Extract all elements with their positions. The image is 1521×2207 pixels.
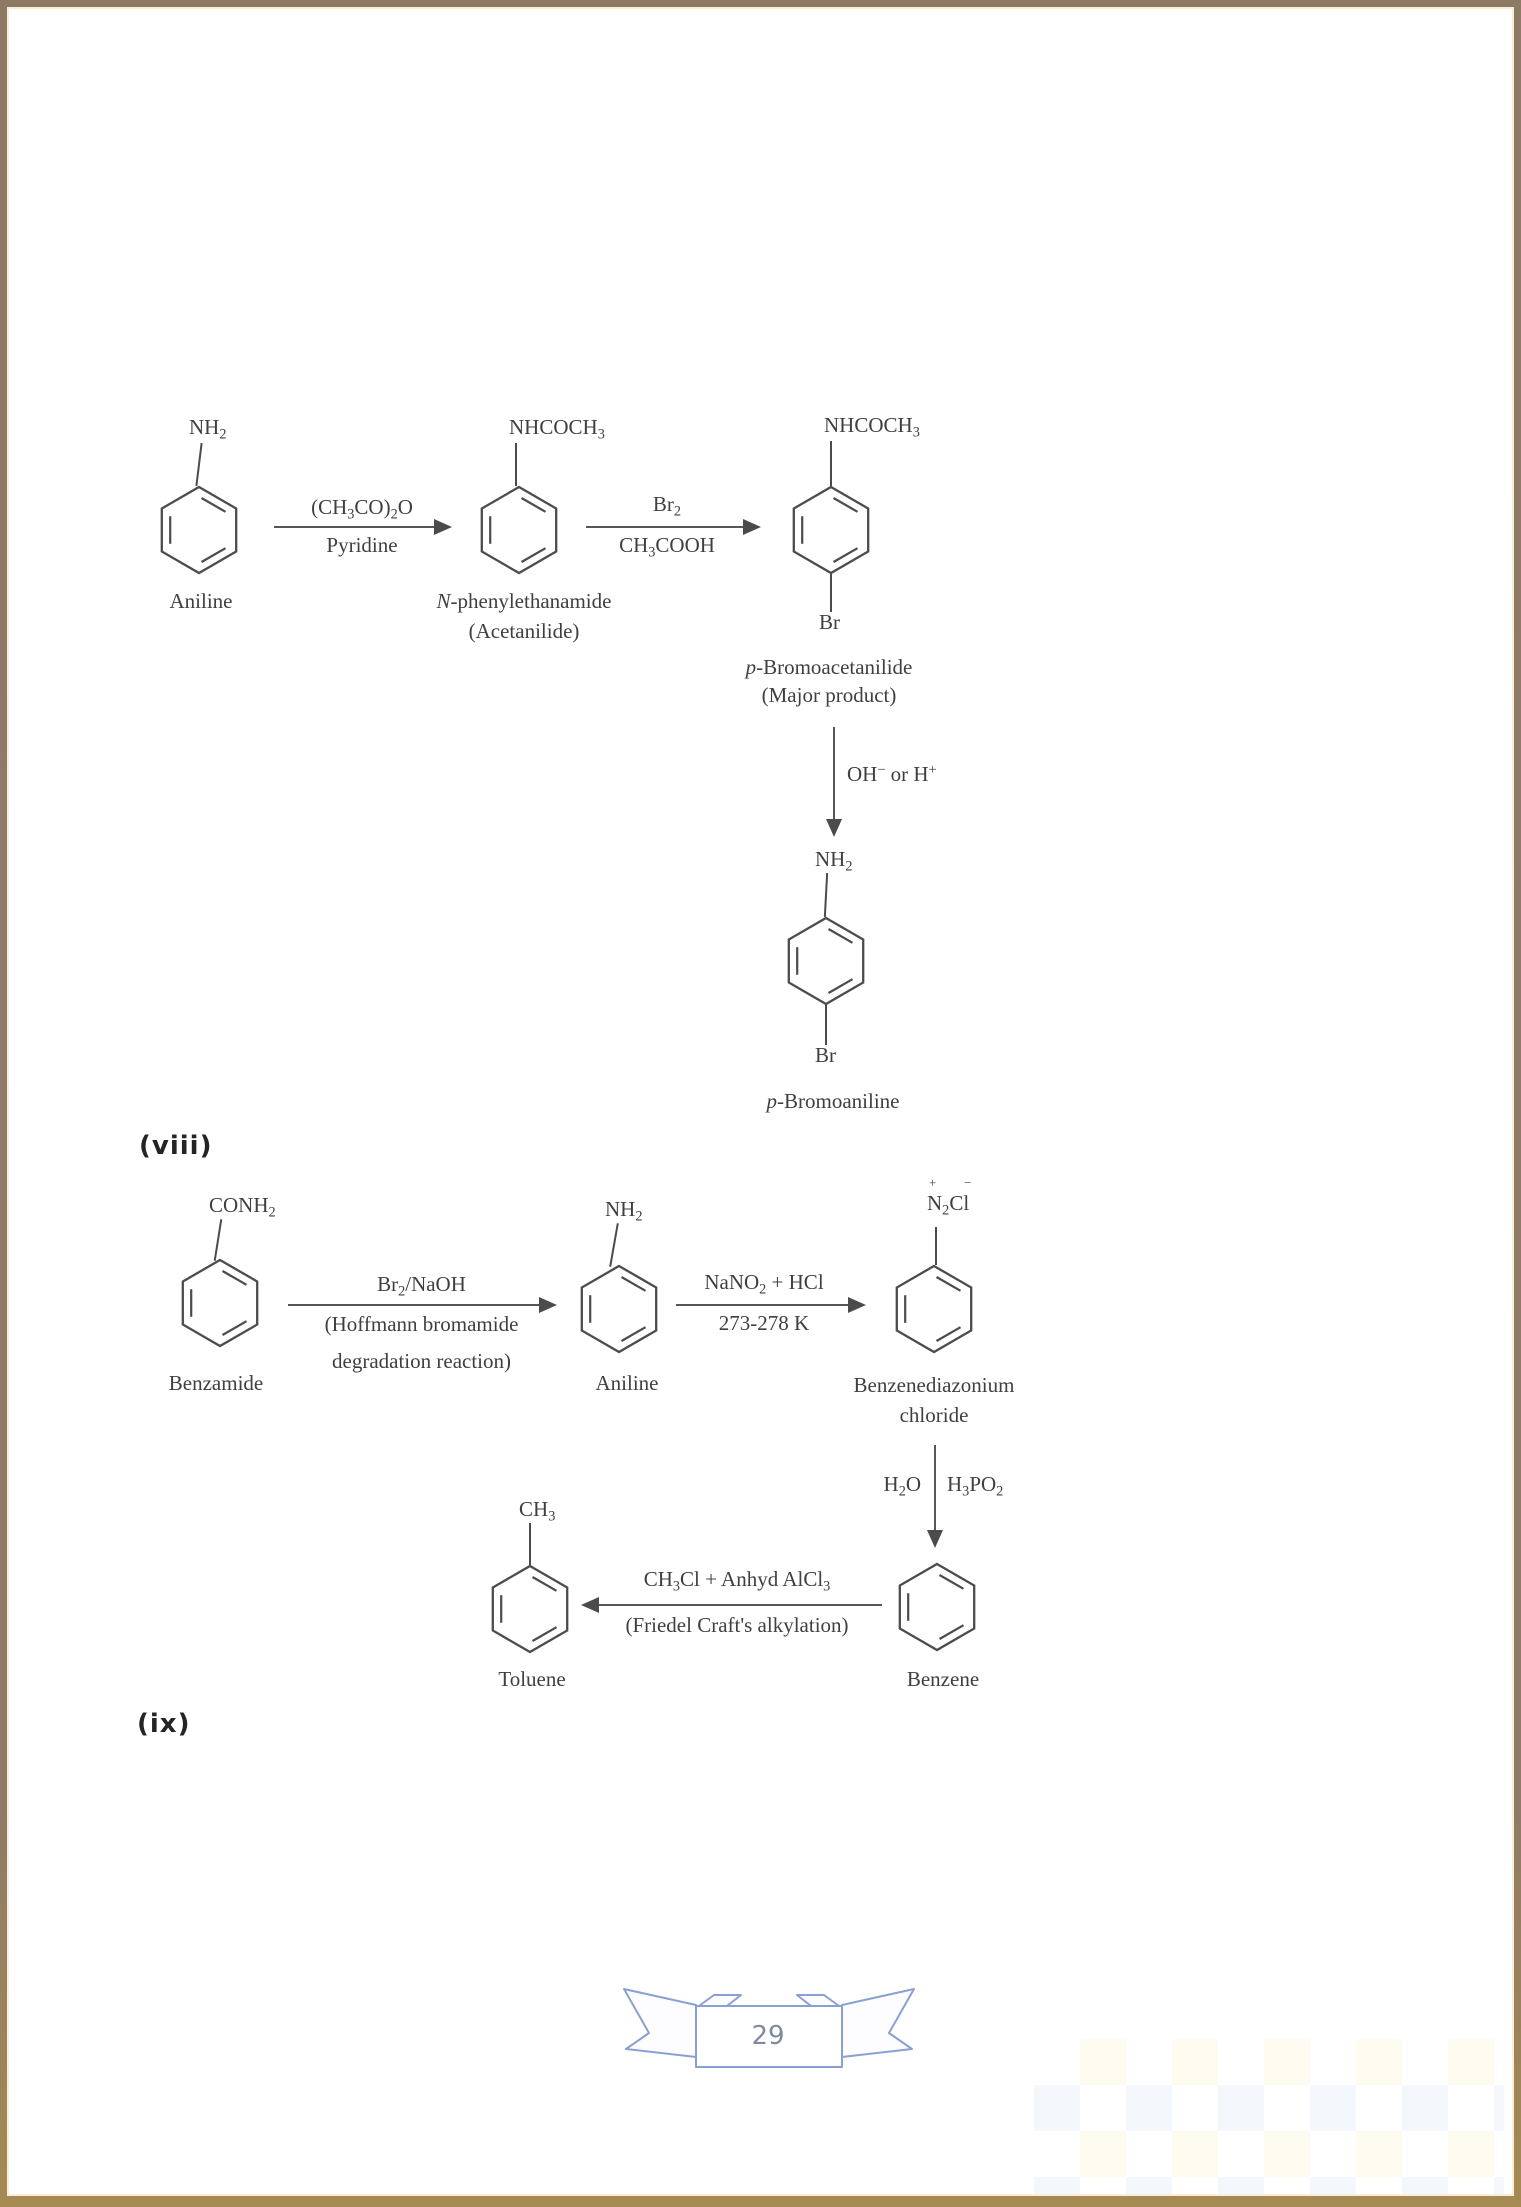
bond-line bbox=[830, 441, 832, 486]
reaction-reagent-below: Pyridine bbox=[326, 533, 398, 557]
benzene-ring bbox=[159, 484, 239, 576]
benzene-ring bbox=[490, 1563, 570, 1655]
ribbon-left-tail bbox=[623, 1988, 697, 2058]
substituent-label-nhcoch3: NHCOCH3 bbox=[509, 415, 605, 443]
reaction-reagent-side: OH− or H+ bbox=[847, 762, 937, 787]
reaction-reagent-above: Br2 bbox=[652, 492, 682, 520]
benzene-ring bbox=[579, 1263, 659, 1355]
arrow-head-icon bbox=[434, 519, 452, 535]
reaction-reagent-above: (CH3CO)2O bbox=[311, 495, 413, 523]
molecule-name-diazonium: Benzenediazonium bbox=[853, 1373, 1015, 1397]
name-italic-prefix: N bbox=[436, 589, 451, 613]
reaction-arrow-shaft bbox=[676, 1304, 848, 1306]
molecule-name-aniline: Aniline bbox=[169, 589, 233, 613]
name-italic-prefix: p bbox=[745, 655, 757, 679]
benzene-ring bbox=[894, 1263, 974, 1355]
arrow-head-icon bbox=[539, 1297, 557, 1313]
reaction-arrow-shaft bbox=[833, 727, 835, 819]
reaction-reagent-below: degradation reaction) bbox=[332, 1349, 511, 1373]
benzene-ring bbox=[479, 484, 559, 576]
reaction-reagent-right: H3PO2 bbox=[947, 1472, 1004, 1500]
benzene-ring bbox=[786, 915, 866, 1007]
name-rest: -Bromoaniline bbox=[777, 1089, 900, 1113]
name-italic-prefix: p bbox=[766, 1089, 778, 1113]
arrow-head-icon bbox=[743, 519, 761, 535]
benzene-ring bbox=[791, 484, 871, 576]
molecule-name-toluene: Toluene bbox=[498, 1667, 566, 1691]
ribbon-right-fold bbox=[796, 1994, 840, 2007]
reaction-arrow-shaft bbox=[274, 526, 434, 528]
molecule-name-major-product: (Major product) bbox=[761, 683, 897, 707]
molecule-name-acetanilide: N-phenylethanamide bbox=[394, 589, 654, 614]
page-number: 29 bbox=[751, 2021, 785, 2051]
bond-line bbox=[825, 1005, 827, 1045]
bond-line bbox=[935, 1227, 937, 1265]
bond-line bbox=[823, 872, 829, 918]
molecule-name-acetanilide-alt: (Acetanilide) bbox=[468, 619, 580, 643]
substituent-label-ch3: CH3 bbox=[519, 1497, 556, 1525]
substituent-label-conh2: CONH2 bbox=[209, 1193, 276, 1221]
reaction-arrow-shaft bbox=[288, 1304, 539, 1306]
ribbon-center-box bbox=[695, 2005, 843, 2068]
charge-plus-mark: + bbox=[929, 1175, 937, 1190]
reaction-reagent-above: Br2/NaOH bbox=[377, 1272, 466, 1300]
section-label-ix: (ix) bbox=[137, 1709, 191, 1739]
reaction-arrow-shaft bbox=[934, 1445, 936, 1531]
arrow-head-icon bbox=[581, 1597, 599, 1613]
substituent-label-nhcoch3: NHCOCH3 bbox=[824, 413, 920, 441]
reaction-reagent-below: (Hoffmann bromamide bbox=[324, 1312, 519, 1336]
reaction-reagent-above: CH3Cl + Anhyd AlCl3 bbox=[643, 1567, 831, 1595]
charge-minus-mark: − bbox=[964, 1175, 972, 1190]
reaction-reagent-left: H2O bbox=[883, 1472, 921, 1500]
substituent-label-nh2: NH2 bbox=[189, 415, 227, 443]
page-number-ribbon bbox=[623, 1988, 915, 2068]
molecule-name-aniline: Aniline bbox=[595, 1371, 659, 1395]
molecule-name-bromoacetanilide: p-Bromoacetanilide bbox=[699, 655, 959, 680]
reaction-reagent-below: CH3COOH bbox=[619, 533, 715, 561]
substituent-label-nh2: NH2 bbox=[815, 847, 853, 875]
benzene-ring bbox=[897, 1561, 977, 1653]
substituent-label-nh2: NH2 bbox=[605, 1197, 643, 1225]
reaction-arrow-shaft bbox=[586, 526, 743, 528]
arrow-head-icon bbox=[848, 1297, 866, 1313]
molecule-name-bromoaniline: p-Bromoaniline bbox=[703, 1089, 963, 1114]
bond-line bbox=[213, 1219, 223, 1261]
substituent-label-br: Br bbox=[815, 1043, 836, 1067]
reaction-reagent-above: NaNO2 + HCl bbox=[704, 1270, 824, 1298]
molecule-name-diazonium-line2: chloride bbox=[899, 1403, 969, 1427]
ribbon-left-fold bbox=[698, 1994, 742, 2007]
molecule-name-benzamide: Benzamide bbox=[168, 1371, 264, 1395]
bond-line bbox=[529, 1523, 531, 1565]
bond-line bbox=[830, 574, 832, 612]
watermark bbox=[1034, 2039, 1504, 2194]
section-label-viii: (viii) bbox=[139, 1131, 213, 1161]
arrow-head-icon bbox=[927, 1530, 943, 1548]
ribbon-right-tail bbox=[841, 1988, 915, 2058]
molecule-name-benzene: Benzene bbox=[906, 1667, 980, 1691]
name-rest: -Bromoacetanilide bbox=[756, 655, 913, 679]
substituent-label-br: Br bbox=[819, 610, 840, 634]
bond-line bbox=[515, 443, 517, 486]
bond-line bbox=[609, 1223, 619, 1267]
benzene-ring bbox=[180, 1257, 260, 1349]
reaction-reagent-below: (Friedel Craft's alkylation) bbox=[625, 1613, 849, 1637]
name-rest: -phenylethanamide bbox=[450, 589, 612, 613]
substituent-label-n2cl: N2Cl bbox=[927, 1191, 970, 1219]
arrow-head-icon bbox=[826, 819, 842, 837]
document-page: NH2 Aniline (CH3CO)2O Pyridine NHCOCH3 N… bbox=[7, 7, 1514, 2196]
reaction-arrow-shaft bbox=[598, 1604, 882, 1606]
reaction-reagent-below: 273-278 K bbox=[718, 1311, 810, 1335]
bond-line bbox=[195, 443, 203, 486]
